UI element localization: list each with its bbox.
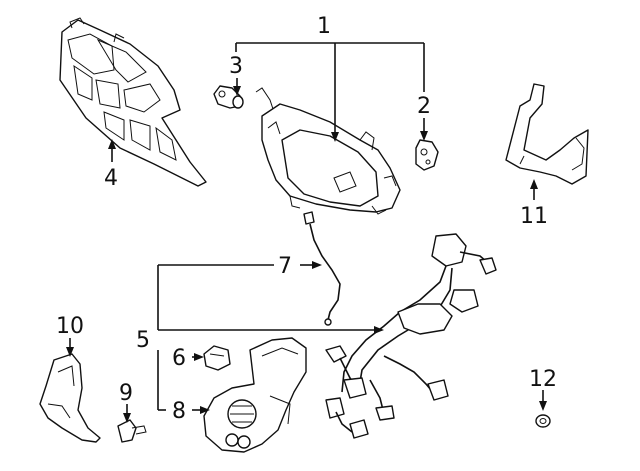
part-10-cover bbox=[39, 353, 101, 443]
leader-lines bbox=[66, 42, 547, 423]
part-2-bracket bbox=[415, 139, 439, 171]
part-7-sensor-lead bbox=[303, 211, 341, 326]
callout-4: 4 bbox=[104, 166, 118, 191]
callout-labels: 1 3 2 4 11 7 5 6 8 10 9 12 bbox=[56, 14, 557, 424]
part-4-grille-panel bbox=[59, 17, 207, 187]
part-5-wiring-harness bbox=[325, 233, 497, 439]
callout-9: 9 bbox=[119, 381, 133, 406]
callout-6: 6 bbox=[172, 346, 186, 371]
callout-12: 12 bbox=[529, 367, 557, 392]
part-1-control-unit bbox=[255, 87, 401, 215]
part-3-sensor bbox=[213, 85, 244, 109]
callout-3: 3 bbox=[229, 54, 243, 79]
callout-8: 8 bbox=[172, 399, 186, 424]
callout-1: 1 bbox=[317, 14, 331, 39]
part-8-housing-assembly bbox=[203, 337, 307, 453]
callout-10: 10 bbox=[56, 314, 84, 339]
part-6-connector bbox=[203, 345, 231, 371]
callout-5: 5 bbox=[136, 328, 150, 353]
callout-7: 7 bbox=[278, 254, 292, 279]
part-12-nut bbox=[535, 414, 551, 428]
callout-11: 11 bbox=[520, 204, 548, 229]
part-9-bolt bbox=[117, 419, 147, 443]
callout-2: 2 bbox=[417, 94, 431, 119]
part-11-mounting-bracket bbox=[505, 83, 589, 185]
